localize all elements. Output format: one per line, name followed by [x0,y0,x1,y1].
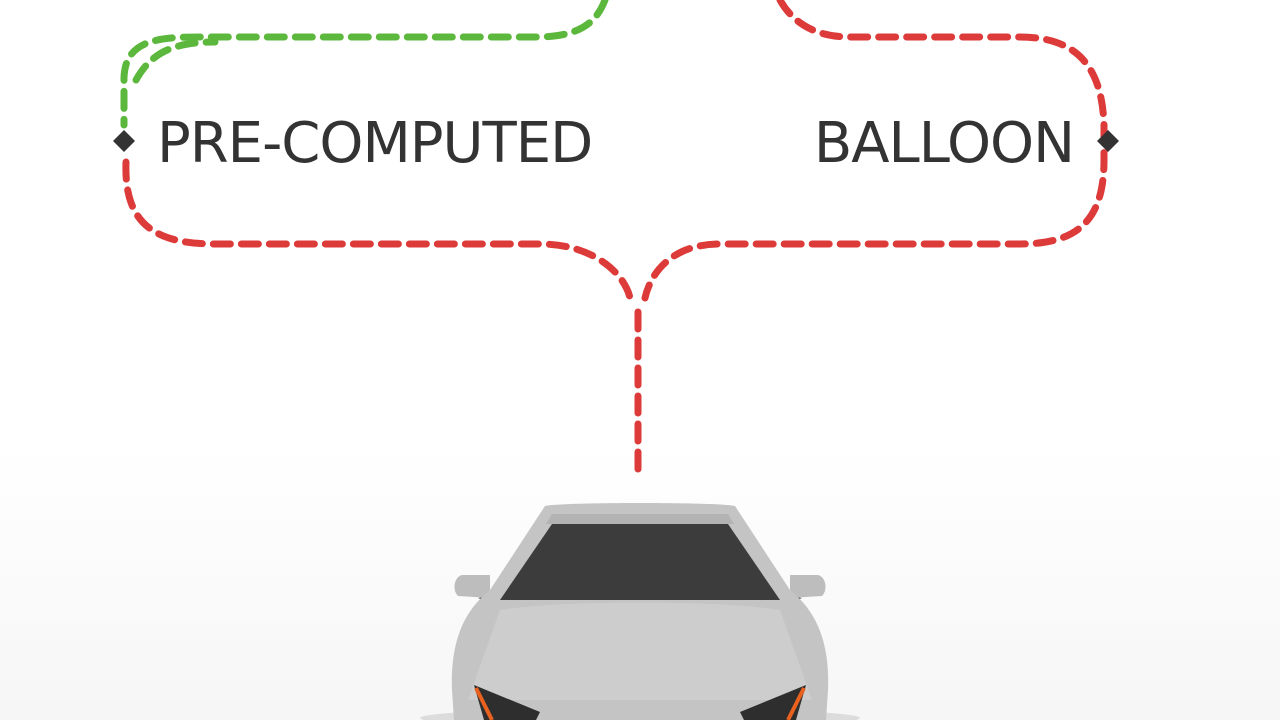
car-icon [420,503,860,720]
precomputed-route-inner-path [132,38,219,84]
precomputed-label: PRE-COMPUTED [157,111,592,176]
balloon-label: BALLOON [814,111,1074,176]
balloon-route-path-left [122,158,634,302]
diamond-icon [1097,130,1119,152]
balloon-route-path-right [641,0,1108,302]
diamond-icon [113,130,135,152]
precomputed-route-path [120,0,609,129]
